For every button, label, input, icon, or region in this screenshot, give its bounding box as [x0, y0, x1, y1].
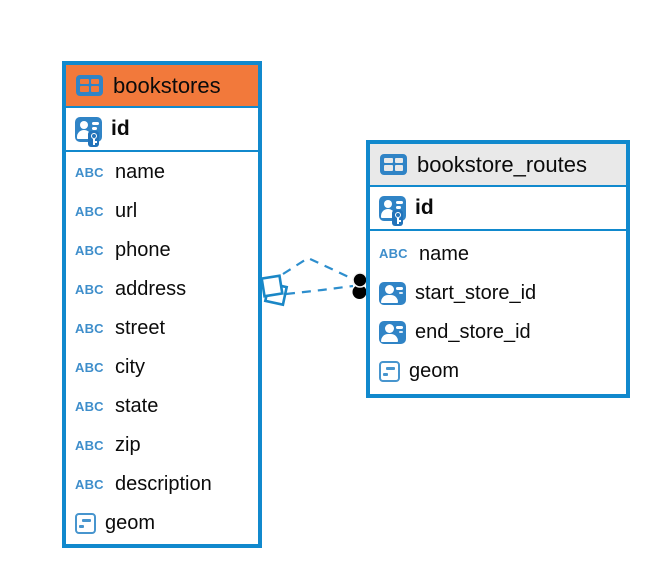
column-label: city — [115, 356, 145, 378]
column-label: description — [115, 473, 212, 495]
foreign-key-icon — [379, 320, 406, 344]
text-icon: ABC — [75, 359, 104, 375]
table-title: bookstore_routes — [417, 151, 587, 177]
column-label: id — [415, 196, 434, 219]
column-row-city[interactable]: ABC city — [66, 348, 258, 387]
text-icon: ABC — [75, 203, 104, 219]
diamond-marker-back — [263, 281, 289, 307]
column-row-end_store_id[interactable]: end_store_id — [370, 313, 626, 352]
relationship-line-upper[interactable] — [282, 256, 354, 280]
column-label: name — [115, 161, 166, 183]
table-header[interactable]: bookstore_routes — [370, 144, 626, 187]
relationship-line-lower[interactable] — [285, 284, 354, 296]
column-label: street — [115, 317, 166, 339]
foreign-key-icon — [379, 281, 406, 305]
column-label: zip — [115, 434, 141, 456]
column-row-id[interactable]: id — [370, 187, 626, 231]
column-label: end_store_id — [415, 320, 531, 343]
geometry-icon — [379, 360, 400, 382]
column-row-geom[interactable]: geom — [66, 504, 258, 543]
column-row-geom[interactable]: geom — [370, 352, 626, 391]
column-row-address[interactable]: ABC address — [66, 270, 258, 309]
column-row-street[interactable]: ABC street — [66, 309, 258, 348]
text-icon: ABC — [75, 476, 104, 492]
column-row-zip[interactable]: ABC zip — [66, 426, 258, 465]
column-label: geom — [409, 359, 460, 382]
text-icon: ABC — [75, 281, 104, 297]
text-icon: ABC — [75, 164, 104, 180]
table-icon — [76, 75, 103, 96]
text-icon: ABC — [75, 398, 104, 414]
text-icon: ABC — [75, 437, 104, 453]
dot-marker-upper — [352, 272, 368, 288]
text-icon: ABC — [75, 242, 104, 258]
column-label: address — [115, 278, 187, 300]
table-header[interactable]: bookstores — [66, 65, 258, 108]
column-row-name[interactable]: ABC name — [370, 235, 626, 274]
dot-marker-lower — [352, 285, 367, 299]
table-icon — [380, 154, 407, 175]
column-label: name — [419, 242, 470, 265]
table-title: bookstores — [113, 72, 221, 98]
primary-key-icon — [379, 195, 406, 226]
column-row-id[interactable]: id — [66, 108, 258, 152]
column-row-description[interactable]: ABC description — [66, 465, 258, 504]
column-row-name[interactable]: ABC name — [66, 153, 258, 192]
column-label: url — [115, 200, 138, 222]
diamond-marker-front — [260, 274, 284, 298]
column-row-phone[interactable]: ABC phone — [66, 231, 258, 270]
column-label: state — [115, 395, 159, 417]
column-label: geom — [105, 512, 156, 534]
column-label: start_store_id — [415, 281, 537, 304]
text-icon: ABC — [379, 246, 408, 261]
column-row-start_store_id[interactable]: start_store_id — [370, 274, 626, 313]
column-label: phone — [115, 239, 171, 261]
primary-key-icon — [75, 116, 102, 147]
column-row-url[interactable]: ABC url — [66, 192, 258, 231]
column-label: id — [111, 117, 130, 140]
column-row-state[interactable]: ABC state — [66, 387, 258, 426]
geometry-icon — [75, 513, 96, 534]
text-icon: ABC — [75, 320, 104, 336]
